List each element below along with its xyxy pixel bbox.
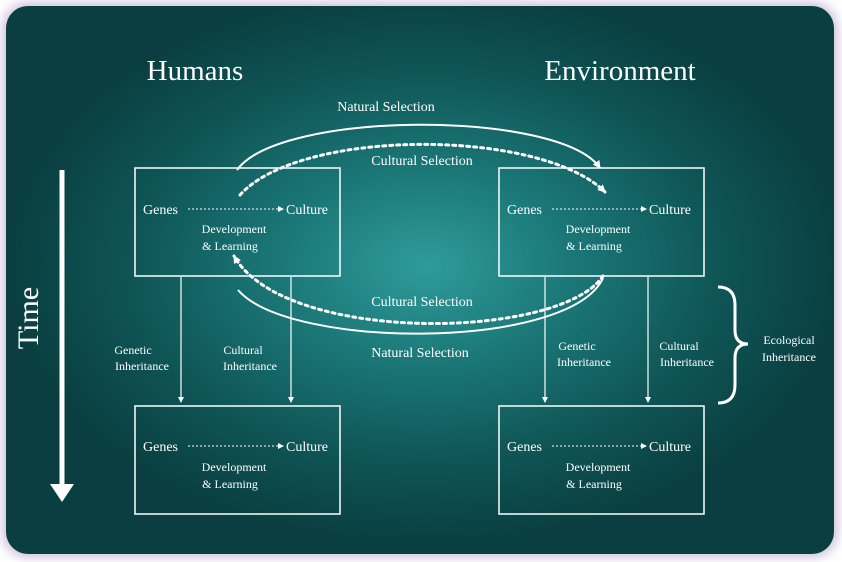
- natural-selection-arrow-top: [236, 123, 601, 171]
- culture-label: Culture: [286, 203, 328, 218]
- learning-label: & Learning: [566, 477, 622, 491]
- learning-label: & Learning: [202, 239, 258, 253]
- genetic-label-humans: Genetic: [114, 343, 151, 357]
- culture-label: Culture: [649, 203, 691, 218]
- cultural-selection-arrow-bottom: [232, 254, 605, 325]
- humans-title: Humans: [147, 55, 244, 87]
- inheritance-label-environment-genetic: Inheritance: [557, 355, 611, 369]
- natural-selection-arrow-bottom: [237, 277, 604, 335]
- inheritance-label-humans-cultural: Inheritance: [223, 359, 277, 373]
- cultural-selection-label-bottom: Cultural Selection: [371, 295, 472, 310]
- development-label: Development: [202, 222, 267, 236]
- cultural-selection-label-top: Cultural Selection: [371, 154, 472, 169]
- development-label: Development: [566, 460, 631, 474]
- inheritance-label-environment-cultural: Inheritance: [660, 355, 714, 369]
- inheritance-label-humans-genetic: Inheritance: [115, 359, 169, 373]
- culture-label: Culture: [649, 440, 691, 455]
- ecological-brace-icon: [717, 285, 749, 405]
- natural-selection-label-bottom: Natural Selection: [371, 346, 469, 361]
- learning-label: & Learning: [566, 239, 622, 253]
- box-content-humans-bottom: Genes Culture Development & Learning: [143, 440, 328, 491]
- diagram-canvas: Humans Environment Time Genes Culture De…: [12, 55, 816, 515]
- cultural-label-humans: Cultural: [223, 343, 263, 357]
- time-axis: Time: [12, 170, 74, 502]
- cultural-label-environment: Cultural: [659, 339, 699, 353]
- genes-label: Genes: [143, 440, 178, 455]
- cultural-selection-arrow-top: [238, 142, 607, 197]
- development-label: Development: [566, 222, 631, 236]
- down-arrow-icon: [50, 484, 74, 502]
- development-label: Development: [202, 460, 267, 474]
- genes-label: Genes: [507, 203, 542, 218]
- box-content-environment-bottom: Genes Culture Development & Learning: [507, 440, 691, 491]
- box-content-environment-top: Genes Culture Development & Learning: [507, 203, 691, 253]
- learning-label: & Learning: [202, 477, 258, 491]
- ecological-inheritance-label: Inheritance: [762, 350, 816, 364]
- culture-label: Culture: [286, 440, 328, 455]
- box-content-humans-top: Genes Culture Development & Learning: [143, 203, 328, 253]
- time-label: Time: [12, 287, 45, 349]
- ecological-label: Ecological: [763, 333, 815, 347]
- environment-box-bottom: [498, 405, 705, 515]
- environment-title: Environment: [544, 55, 695, 87]
- diagram-slide: Humans Environment Time Genes Culture De…: [6, 6, 834, 554]
- natural-selection-label-top: Natural Selection: [337, 100, 435, 115]
- humans-box-bottom: [134, 405, 341, 515]
- genes-label: Genes: [143, 203, 178, 218]
- genes-label: Genes: [507, 440, 542, 455]
- genetic-label-environment: Genetic: [558, 339, 595, 353]
